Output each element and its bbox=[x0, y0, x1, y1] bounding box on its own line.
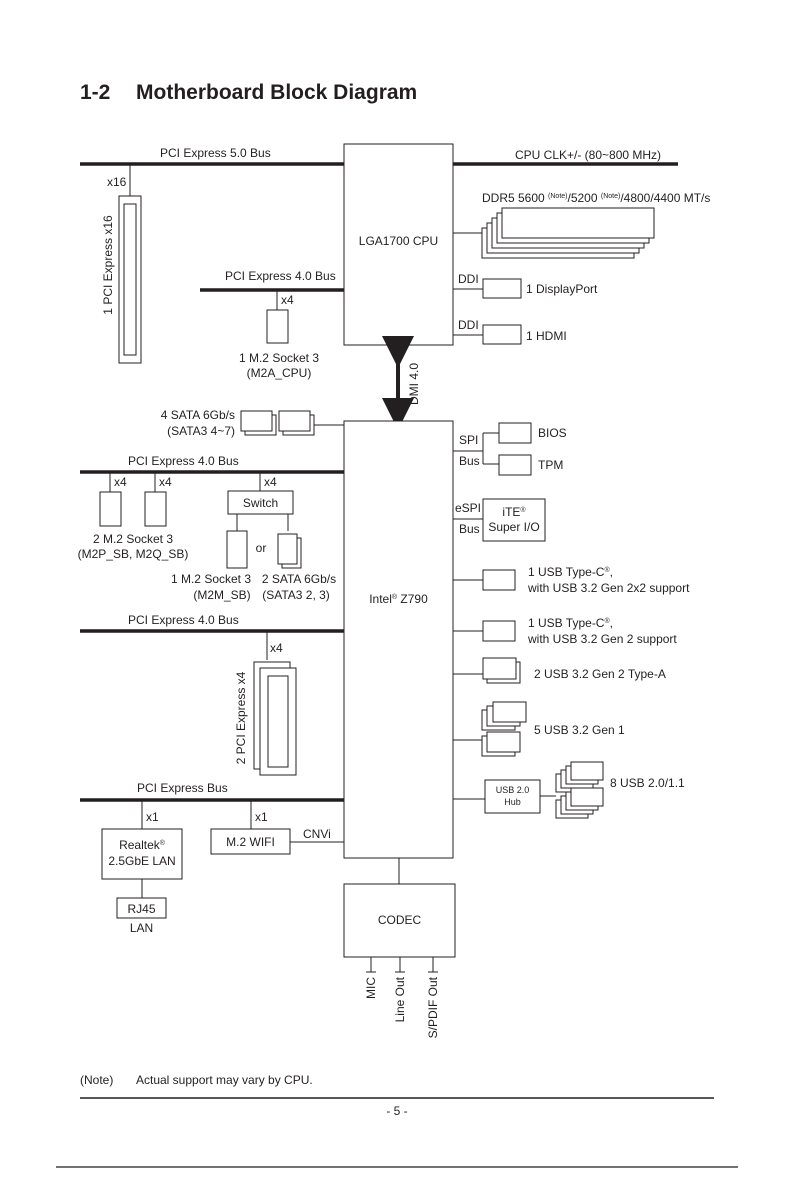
pcie5-lanes: x16 bbox=[107, 175, 127, 189]
espi-label-1: eSPI bbox=[455, 501, 481, 515]
m2-wifi-label: M.2 WIFI bbox=[226, 835, 275, 849]
page-title: Motherboard Block Diagram bbox=[136, 81, 417, 104]
cpu-block bbox=[343, 143, 454, 346]
note-text: Actual support may vary by CPU. bbox=[136, 1073, 313, 1087]
espi-label-2: Bus bbox=[459, 522, 480, 536]
bios-chip bbox=[498, 422, 532, 444]
pcie-x16-slot-label: 1 PCI Express x16 bbox=[101, 215, 115, 315]
sata-23-label-1: 2 SATA 6Gb/s bbox=[262, 572, 336, 586]
m2-sb-label-1: 2 M.2 Socket 3 bbox=[93, 532, 173, 546]
pcie4-a-lanes-1: x4 bbox=[114, 475, 127, 489]
codec-chip bbox=[343, 883, 456, 958]
ddi-label-1: DDI bbox=[458, 272, 479, 286]
sata-23-ports bbox=[277, 533, 302, 569]
pcie4-a-lanes-2: x4 bbox=[159, 475, 172, 489]
pcie-x4-slot-label: 2 PCI Express x4 bbox=[234, 671, 248, 764]
rj45-label: RJ45 bbox=[127, 902, 155, 916]
pcie-x16-slot bbox=[118, 195, 142, 364]
usb-a-gen2-label: 2 USB 3.2 Gen 2 Type-A bbox=[534, 667, 666, 681]
mic-label: MIC bbox=[364, 977, 378, 999]
super-io-label-2: Super I/O bbox=[488, 520, 539, 534]
lan-label: LAN bbox=[130, 921, 153, 935]
spi-label-1: SPI bbox=[459, 433, 478, 447]
pcie5-bus-label: PCI Express 5.0 Bus bbox=[160, 146, 271, 160]
pcie4-a-lanes-3: x4 bbox=[264, 475, 277, 489]
m2m-sb-label-2: (M2M_SB) bbox=[193, 588, 250, 602]
m2m-sb-socket bbox=[226, 530, 248, 569]
sata-23-label-2: (SATA3 2, 3) bbox=[262, 588, 330, 602]
page-number: - 5 - bbox=[386, 1104, 407, 1118]
wifi-lanes: x1 bbox=[255, 810, 268, 824]
m2a-cpu-label-2: (M2A_CPU) bbox=[247, 366, 312, 380]
cpu-label: LGA1700 CPU bbox=[359, 234, 438, 248]
dmi-label: DMI 4.0 bbox=[407, 363, 421, 405]
realtek-lan-chip bbox=[101, 828, 183, 880]
usb-c-2x2-label-1: 1 USB Type-C®, bbox=[528, 565, 613, 579]
pcie4-cpu-bus-label: PCI Express 4.0 Bus bbox=[225, 269, 336, 283]
m2q-sb-socket bbox=[144, 491, 167, 527]
usb-c-2x2-port bbox=[482, 569, 516, 591]
usb2-label: 8 USB 2.0/1.1 bbox=[610, 776, 685, 790]
m2p-sb-socket bbox=[99, 491, 122, 527]
super-io-label-1: iTE® bbox=[502, 505, 526, 519]
pcie4-a-bus-label: PCI Express 4.0 Bus bbox=[128, 454, 239, 468]
section-number: 1-2 bbox=[80, 81, 110, 104]
spi-label-2: Bus bbox=[459, 454, 480, 468]
realtek-label-1: Realtek® bbox=[119, 838, 166, 852]
cpu-clk-label: CPU CLK+/- (80~800 MHz) bbox=[515, 148, 661, 162]
memory-label: DDR5 5600 (Note)/5200 (Note)/4800/4400 M… bbox=[482, 191, 710, 205]
pcie4-cpu-lanes: x4 bbox=[281, 293, 294, 307]
lan-lanes: x1 bbox=[146, 810, 159, 824]
realtek-label-2: 2.5GbE LAN bbox=[108, 854, 175, 868]
displayport-label: 1 DisplayPort bbox=[526, 282, 598, 296]
usb-c-gen2-port bbox=[482, 620, 516, 642]
codec-label: CODEC bbox=[378, 913, 422, 927]
usb-gen1-ports bbox=[481, 701, 527, 757]
m2a-cpu-socket bbox=[266, 309, 289, 344]
bios-label: BIOS bbox=[538, 426, 567, 440]
usb-c-gen2-label-1: 1 USB Type-C®, bbox=[528, 616, 613, 630]
sata-top-label-1: 4 SATA 6Gb/s bbox=[161, 408, 235, 422]
m2-sb-label-2: (M2P_SB, M2Q_SB) bbox=[78, 547, 189, 561]
pcie4-b-lanes: x4 bbox=[270, 641, 283, 655]
usb-a-gen2-ports bbox=[482, 657, 521, 684]
hdmi-label: 1 HDMI bbox=[526, 329, 567, 343]
sata-top-label-2: (SATA3 4~7) bbox=[167, 424, 235, 438]
ddi-label-2: DDI bbox=[458, 318, 479, 332]
usb-c-gen2-label-2: with USB 3.2 Gen 2 support bbox=[527, 632, 677, 646]
tpm-label: TPM bbox=[538, 458, 563, 472]
m2a-cpu-label-1: 1 M.2 Socket 3 bbox=[239, 351, 319, 365]
pcie-x4-slot bbox=[253, 661, 297, 776]
pcie-switch bbox=[227, 490, 294, 515]
hdmi-connector bbox=[482, 324, 522, 345]
pch-block bbox=[343, 420, 454, 859]
pcie-switch-label: Switch bbox=[243, 496, 278, 510]
line-out-label: Line Out bbox=[393, 976, 407, 1022]
memory-dimm-stack bbox=[481, 207, 655, 259]
note-label: (Note) bbox=[80, 1073, 113, 1087]
sata-top-ports bbox=[240, 410, 315, 436]
displayport-connector bbox=[482, 278, 522, 299]
usb-c-2x2-label-2: with USB 3.2 Gen 2x2 support bbox=[527, 581, 690, 595]
usb-gen1-label: 5 USB 3.2 Gen 1 bbox=[534, 723, 625, 737]
or-label: or bbox=[256, 541, 267, 555]
usb2-hub-label-1: USB 2.0 bbox=[496, 785, 530, 795]
super-io-chip bbox=[482, 498, 546, 542]
pch-label: Intel® Z790 bbox=[369, 592, 428, 606]
usb2-hub-label-2: Hub bbox=[504, 797, 521, 807]
m2m-sb-label-1: 1 M.2 Socket 3 bbox=[171, 572, 251, 586]
pcie-bus-label: PCI Express Bus bbox=[137, 781, 228, 795]
spdif-label: S/PDIF Out bbox=[426, 976, 440, 1038]
cnvi-label: CNVi bbox=[303, 827, 331, 841]
m2-wifi-socket bbox=[210, 828, 291, 855]
pcie4-b-bus-label: PCI Express 4.0 Bus bbox=[128, 613, 239, 627]
usb2-ports bbox=[555, 761, 604, 819]
rj45-connector bbox=[116, 897, 167, 919]
tpm-chip bbox=[498, 454, 532, 476]
